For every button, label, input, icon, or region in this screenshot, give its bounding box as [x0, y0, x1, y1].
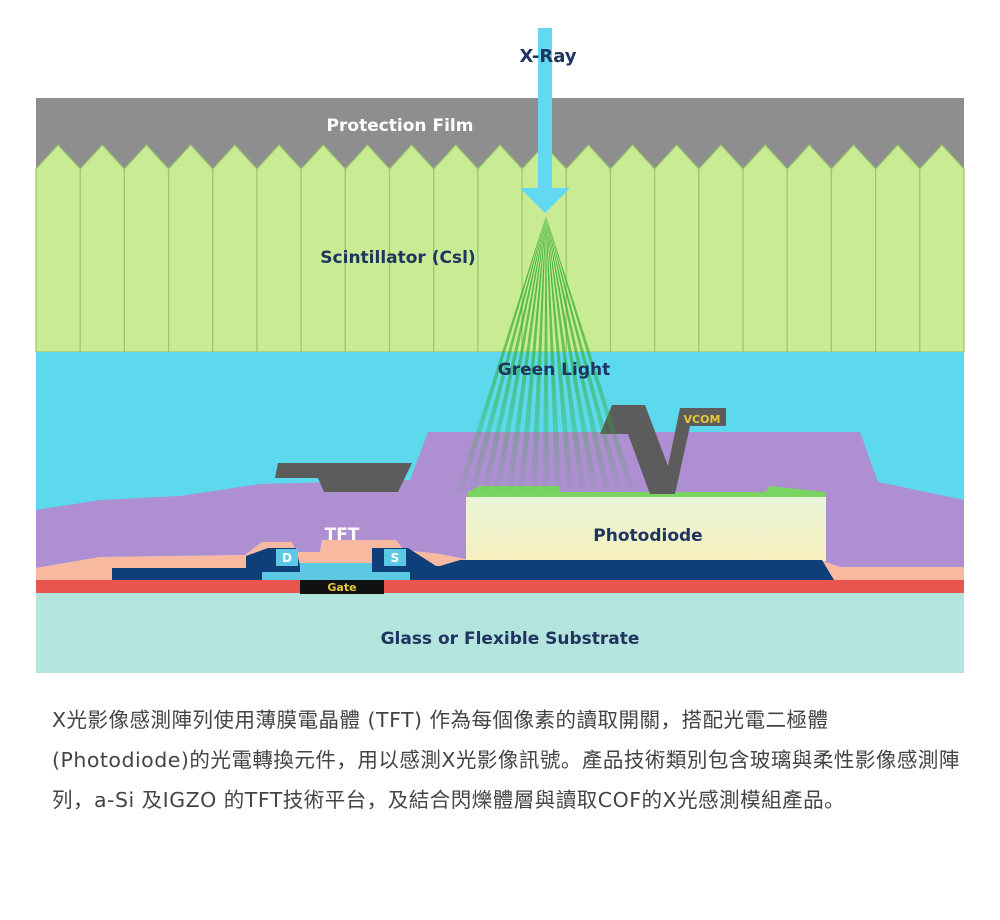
- tft-label: TFT: [325, 525, 360, 545]
- xray-label: X-Ray: [519, 46, 576, 67]
- green-light-label: Green Light: [498, 360, 610, 380]
- gate-label: Gate: [327, 581, 356, 594]
- scintillator-column: [256, 144, 302, 353]
- substrate-layer: [36, 593, 964, 673]
- drain-pad: [276, 549, 298, 566]
- photodiode-bottom-electrode: [440, 560, 834, 580]
- green-light-ray: [546, 216, 599, 492]
- source-pad: [384, 549, 406, 566]
- drain-label: D: [282, 551, 292, 565]
- scintillator-label: Scintillator (Csl): [320, 248, 475, 268]
- green-light-ray: [469, 216, 546, 492]
- gate-insulator: [262, 572, 410, 580]
- source-label: S: [391, 551, 400, 565]
- substrate-label: Glass or Flexible Substrate: [381, 629, 640, 649]
- green-light-ray: [546, 216, 611, 492]
- scintillator-column: [654, 144, 700, 353]
- green-light-ray: [505, 216, 546, 492]
- green-light-ray: [456, 216, 546, 492]
- green-light-ray: [481, 216, 546, 492]
- scintillator-column: [167, 144, 214, 353]
- tft-channel: [300, 563, 372, 572]
- green-light-ray: [493, 216, 546, 492]
- scintillator-column: [609, 144, 656, 353]
- description-paragraph: X光影像感測陣列使用薄膜電晶體 (TFT) 作為每個像素的讀取開關，搭配光電二極…: [52, 708, 960, 812]
- scintillator-column: [742, 144, 788, 353]
- xray-sensor-cross-section-diagram: X-Ray Protection Film Scintillator (Csl)…: [35, 28, 965, 673]
- scintillator-column: [786, 144, 833, 353]
- green-light-ray: [546, 216, 623, 492]
- bottom-metal-line: [112, 566, 826, 580]
- scintillator-column: [212, 144, 258, 353]
- scintillator-column: [830, 144, 877, 353]
- xray-arrow-icon: [520, 28, 570, 213]
- green-light-ray: [546, 216, 587, 492]
- scintillator-column: [698, 144, 744, 353]
- green-light-rays: [456, 216, 636, 492]
- scintillator-column: [79, 144, 125, 353]
- scintillator-column: [35, 144, 81, 353]
- green-light-ray: [546, 216, 636, 492]
- protection-film-label: Protection Film: [327, 116, 474, 136]
- photodiode-label: Photodiode: [593, 526, 702, 546]
- green-light-ray: [518, 216, 546, 492]
- scintillator-column: [919, 144, 965, 353]
- scintillator-column: [875, 144, 921, 353]
- green-light-ray: [542, 216, 550, 492]
- gate-electrode: [300, 580, 384, 594]
- vcom-label: VCOM: [684, 413, 721, 426]
- green-light-ray: [546, 216, 562, 492]
- green-light-ray: [530, 216, 546, 492]
- green-light-ray: [546, 216, 574, 492]
- scintillator-layer: [35, 144, 965, 353]
- scintillator-column: [477, 144, 523, 353]
- red-bottom-layer: [36, 580, 964, 593]
- photodiode-body: [466, 497, 826, 561]
- scintillator-column: [123, 144, 170, 353]
- tft-top-electrode: [275, 463, 412, 492]
- vcom-electrode: [600, 405, 726, 494]
